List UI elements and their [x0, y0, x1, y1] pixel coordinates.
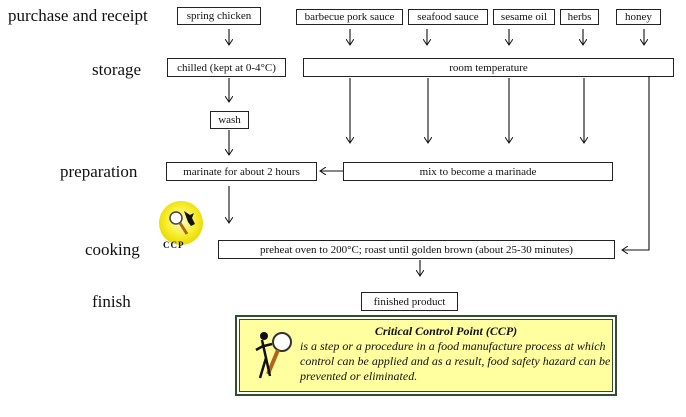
stage-finish: finish	[92, 292, 131, 311]
box-honey: honey	[616, 9, 661, 25]
stage-preparation: preparation	[60, 162, 138, 181]
stage-purchase-receipt: purchase and receipt	[8, 6, 148, 25]
ccp-legend-box: Critical Control Point (CCP) is a step o…	[235, 315, 617, 396]
box-cook-roast: preheat oven to 200°C; roast until golde…	[218, 240, 615, 259]
stage-cooking: cooking	[85, 240, 140, 259]
ccp-badge-icon	[159, 201, 203, 245]
box-herbs: herbs	[560, 9, 599, 25]
legend-body: is a step or a procedure in a food manuf…	[300, 339, 611, 383]
box-sesame-oil: sesame oil	[493, 9, 555, 25]
stage-storage: storage	[92, 60, 142, 79]
box-wash: wash	[210, 111, 249, 129]
box-room-temperature: room temperature	[303, 58, 674, 77]
legend-title: Critical Control Point (CCP)	[374, 324, 518, 338]
box-mix-marinade: mix to become a marinade	[343, 162, 613, 181]
ccp-badge-label: CCP	[163, 240, 185, 250]
box-seafood-sauce: seafood sauce	[408, 9, 488, 25]
inspector-magnifier-icon	[255, 332, 292, 379]
box-chilled: chilled (kept at 0-4°C)	[167, 58, 286, 77]
arrow-honey-to-cooking	[622, 76, 650, 250]
box-finished-product: finished product	[361, 292, 458, 311]
box-marinate: marinate for about 2 hours	[166, 162, 317, 181]
box-spring-chicken: spring chicken	[177, 7, 261, 25]
box-barbecue-pork-sauce: barbecue pork sauce	[296, 9, 403, 25]
